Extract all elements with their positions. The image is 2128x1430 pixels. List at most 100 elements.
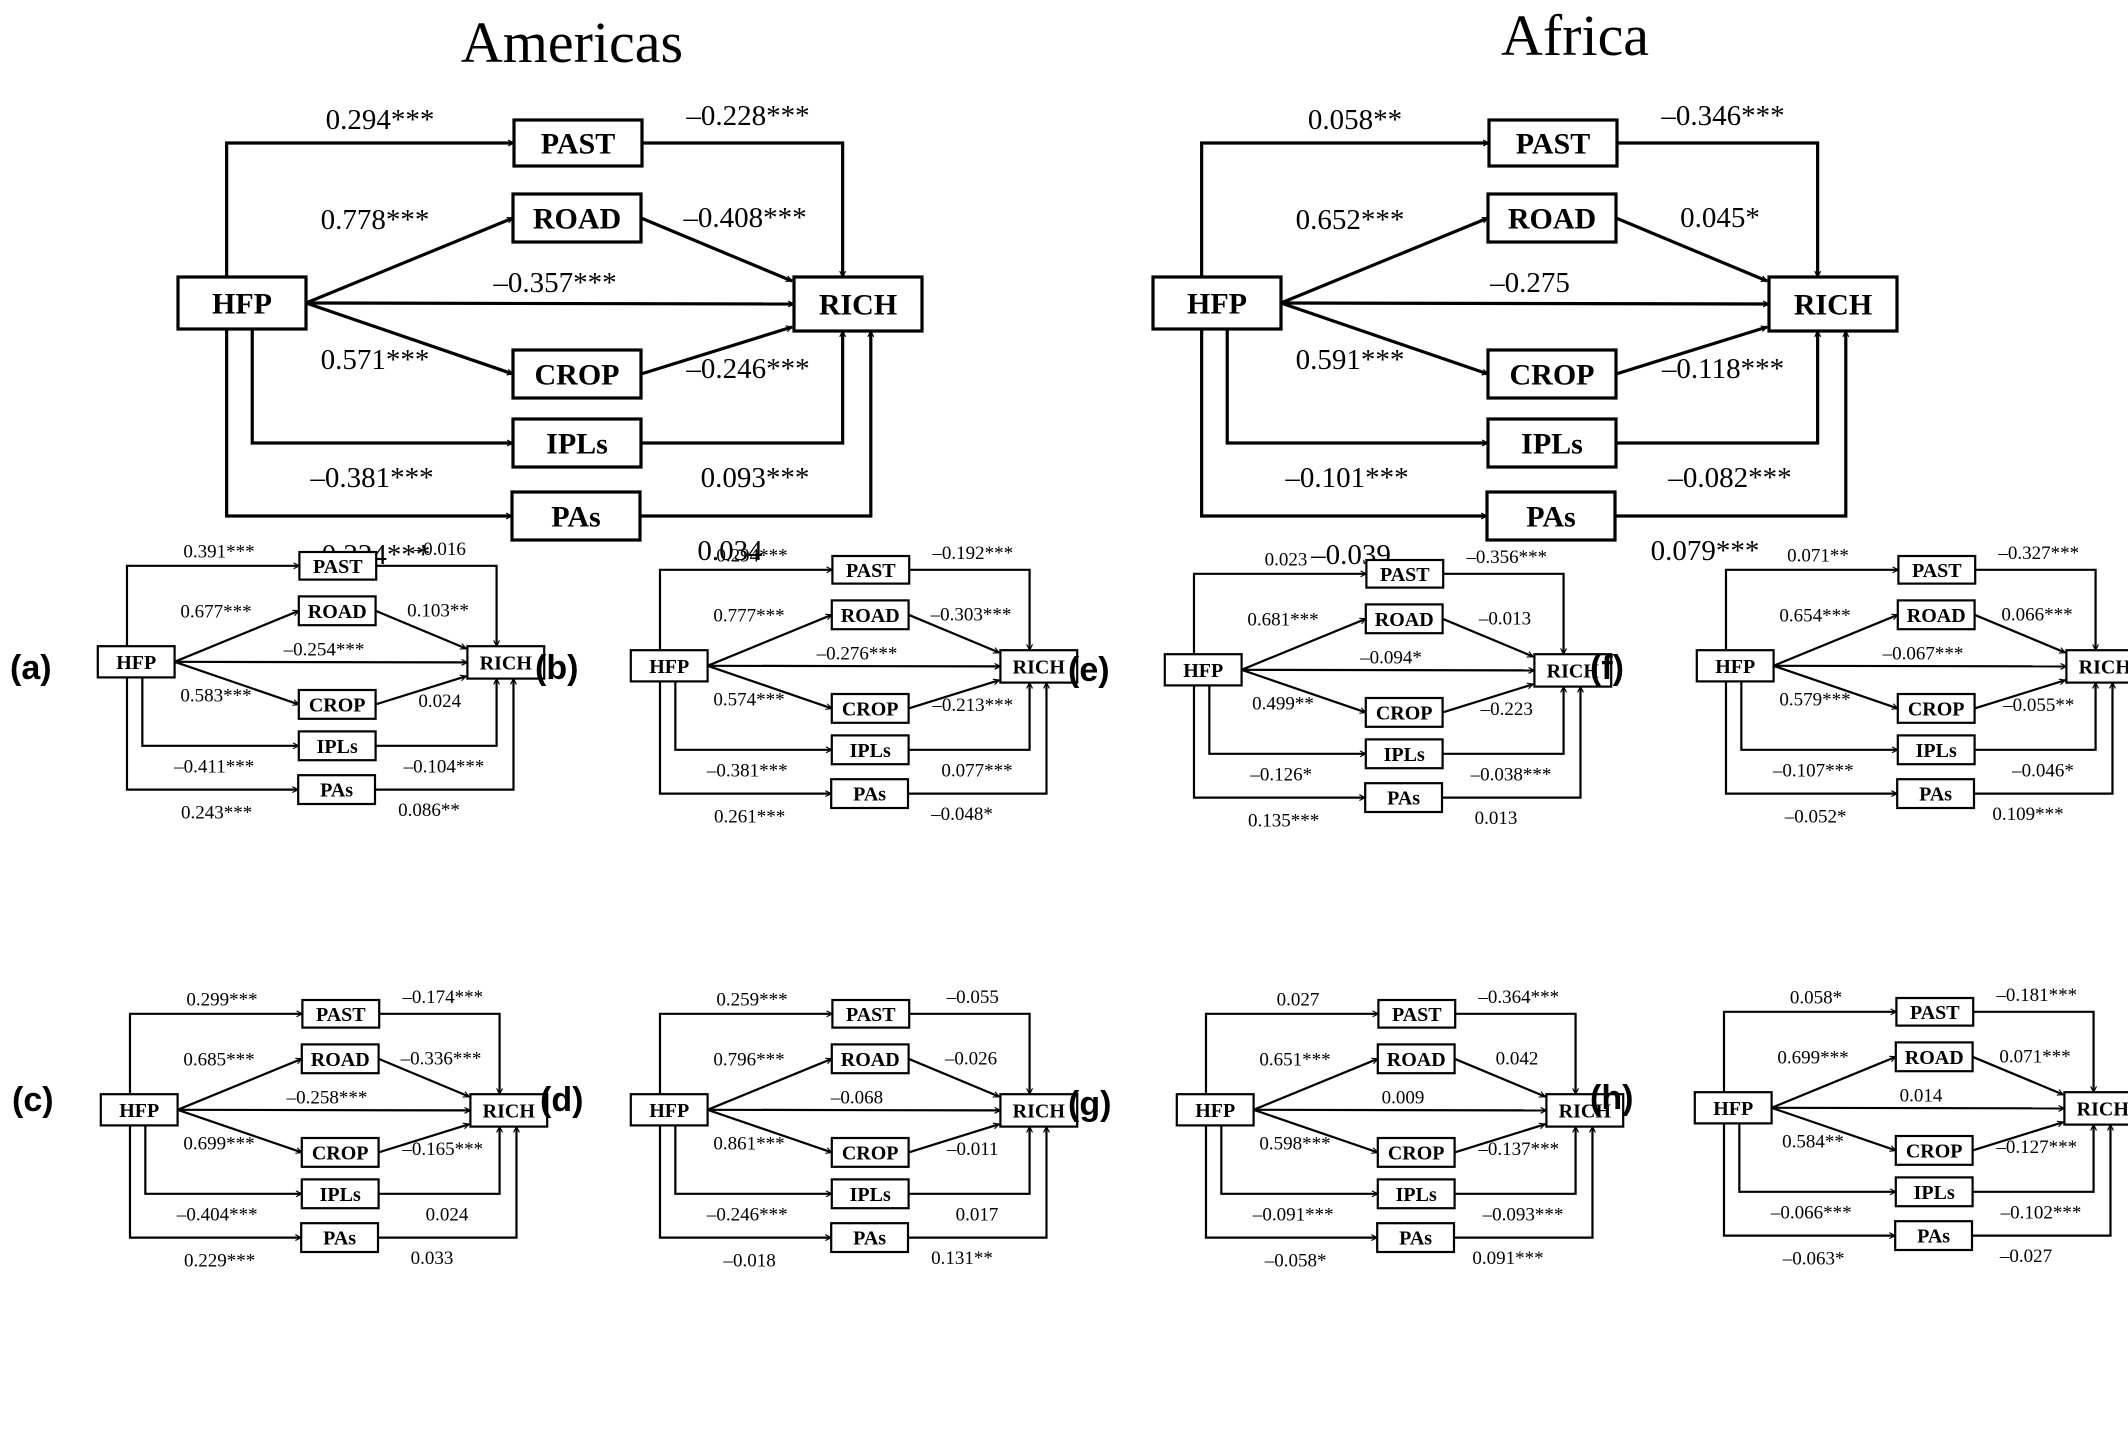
edge-hfp-crop xyxy=(1773,664,1898,709)
edge-hfp-crop xyxy=(1280,301,1488,376)
node-label-hfp: HFP xyxy=(1183,660,1223,682)
edge-crop-rich xyxy=(378,1124,470,1154)
coef-crop-rich: –0.055** xyxy=(2002,695,2074,716)
node-label-hfp: HFP xyxy=(119,1100,159,1122)
node-box-hfp xyxy=(629,649,709,683)
node-label-pas: PAs xyxy=(853,1228,886,1250)
coef-hfp-crop: 0.579*** xyxy=(1779,690,1850,711)
edge-road-rich xyxy=(908,613,1000,653)
coef-ipls-rich: 0.017 xyxy=(956,1204,999,1225)
coef-hfp-rich: –0.275 xyxy=(1489,267,1570,299)
coef-road-rich: 0.045* xyxy=(1680,202,1760,234)
edge-hfp-pas xyxy=(658,1125,831,1237)
coef-hfp-pas: –0.058* xyxy=(1264,1251,1327,1272)
coef-hfp-crop: 0.584** xyxy=(1782,1132,1844,1153)
edge-hfp-crop xyxy=(1253,1108,1378,1153)
node-label-pas: PAs xyxy=(1919,784,1952,806)
coef-pas-rich: –0.048* xyxy=(930,804,993,825)
node-box-pas xyxy=(510,490,642,542)
coef-crop-rich: –0.213*** xyxy=(931,695,1013,716)
node-box-ipls xyxy=(830,1178,910,1210)
coef-ipls-rich: –0.038*** xyxy=(1470,764,1552,785)
node-box-hfp xyxy=(1175,1093,1255,1127)
node-box-crop xyxy=(511,348,643,400)
edge-hfp-past xyxy=(1192,574,1366,655)
node-box-ipls xyxy=(297,730,377,762)
edge-pas-rich xyxy=(1454,1127,1592,1239)
edge-pas-rich xyxy=(908,683,1046,795)
node-box-pas xyxy=(1364,782,1444,814)
edge-hfp-rich xyxy=(1253,1110,1547,1111)
edge-ipls-rich xyxy=(1972,1125,2094,1193)
coef-road-rich: 0.103** xyxy=(407,600,469,621)
node-box-hfp xyxy=(176,275,308,331)
node-label-ipls: IPLs xyxy=(1521,428,1583,461)
edge-hfp-road xyxy=(177,1059,302,1111)
coef-hfp-ipls: –0.126* xyxy=(1249,764,1312,785)
node-box-past xyxy=(1377,998,1457,1029)
edge-road-rich xyxy=(378,1057,470,1097)
node-label-ipls: IPLs xyxy=(1914,1182,1955,1204)
panel-americas: AmericasHFPPASTROADCROPIPLsPAsRICH0.294*… xyxy=(176,10,924,571)
edge-hfp-pas xyxy=(1724,681,1897,793)
edge-hfp-rich xyxy=(707,1110,1001,1111)
coef-hfp-pas: 0.243*** xyxy=(181,803,252,824)
node-label-ipls: IPLs xyxy=(850,1184,891,1206)
edge-road-rich xyxy=(375,609,467,649)
coef-hfp-pas: –0.052* xyxy=(1784,807,1847,828)
node-label-hfp: HFP xyxy=(1187,288,1247,321)
edge-pas-rich xyxy=(1442,687,1580,799)
edge-hfp-pas xyxy=(225,329,512,516)
coef-hfp-road: 0.778*** xyxy=(321,204,430,236)
edge-hfp-ipls xyxy=(1220,1125,1377,1193)
coef-road-rich: 0.042 xyxy=(1496,1048,1539,1069)
panel-label: (b) xyxy=(535,649,578,687)
edge-hfp-road xyxy=(707,1059,832,1111)
coef-pas-rich: 0.013 xyxy=(1475,808,1518,829)
edge-pas-rich xyxy=(1972,1125,2110,1237)
coef-pas-rich: 0.034 xyxy=(697,535,763,567)
edge-crop-rich xyxy=(1972,1122,2064,1152)
edge-hfp-road xyxy=(174,611,299,663)
node-box-road xyxy=(1896,599,1976,631)
edge-ipls-rich xyxy=(908,683,1030,751)
node-box-past xyxy=(298,550,378,581)
edge-hfp-rich xyxy=(707,666,1001,667)
coef-pas-rich: 0.086** xyxy=(398,800,460,821)
edge-hfp-crop xyxy=(707,1108,832,1153)
node-box-pas xyxy=(830,1222,910,1254)
edge-past-rich xyxy=(379,1012,499,1094)
edge-hfp-ipls xyxy=(674,1125,831,1193)
coef-hfp-rich: –0.094* xyxy=(1359,647,1422,668)
edge-hfp-rich xyxy=(177,1110,471,1111)
node-box-past xyxy=(1895,996,1975,1027)
coef-road-rich: –0.303*** xyxy=(930,604,1012,625)
edge-hfp-rich xyxy=(1771,1108,2065,1109)
coef-road-rich: –0.013 xyxy=(1478,608,1531,629)
node-box-hfp xyxy=(1695,649,1775,683)
edge-hfp-past xyxy=(658,1014,832,1095)
node-box-crop xyxy=(297,688,377,720)
node-box-hfp xyxy=(1163,653,1243,687)
edge-hfp-ipls xyxy=(144,1125,301,1193)
coef-hfp-ipls: –0.404*** xyxy=(176,1204,258,1225)
node-label-crop: CROP xyxy=(312,1142,369,1164)
coef-hfp-road: 0.796*** xyxy=(713,1050,784,1071)
coef-past-rich: –0.228*** xyxy=(685,100,809,132)
node-box-pas xyxy=(1894,1220,1974,1252)
node-label-pas: PAs xyxy=(320,780,353,802)
node-box-ipls xyxy=(1896,734,1976,766)
node-box-ipls xyxy=(511,417,643,469)
coef-past-rich: –0.327*** xyxy=(1997,543,2079,564)
node-box-crop xyxy=(1894,1134,1974,1166)
coef-ipls-rich: –0.093*** xyxy=(1482,1204,1564,1225)
node-box-road xyxy=(1894,1041,1974,1073)
edge-hfp-past xyxy=(1724,570,1898,651)
coef-pas-rich: –0.027 xyxy=(1999,1246,2052,1267)
node-label-road: ROAD xyxy=(311,1049,370,1071)
node-label-rich: RICH xyxy=(1013,1100,1066,1122)
panel-b: (b)HFPPASTROADCROPIPLsPAsRICH0.294***0.7… xyxy=(535,543,1079,828)
node-label-hfp: HFP xyxy=(212,288,272,321)
edge-crop-rich xyxy=(640,327,792,376)
coef-hfp-past: 0.259*** xyxy=(716,990,787,1011)
